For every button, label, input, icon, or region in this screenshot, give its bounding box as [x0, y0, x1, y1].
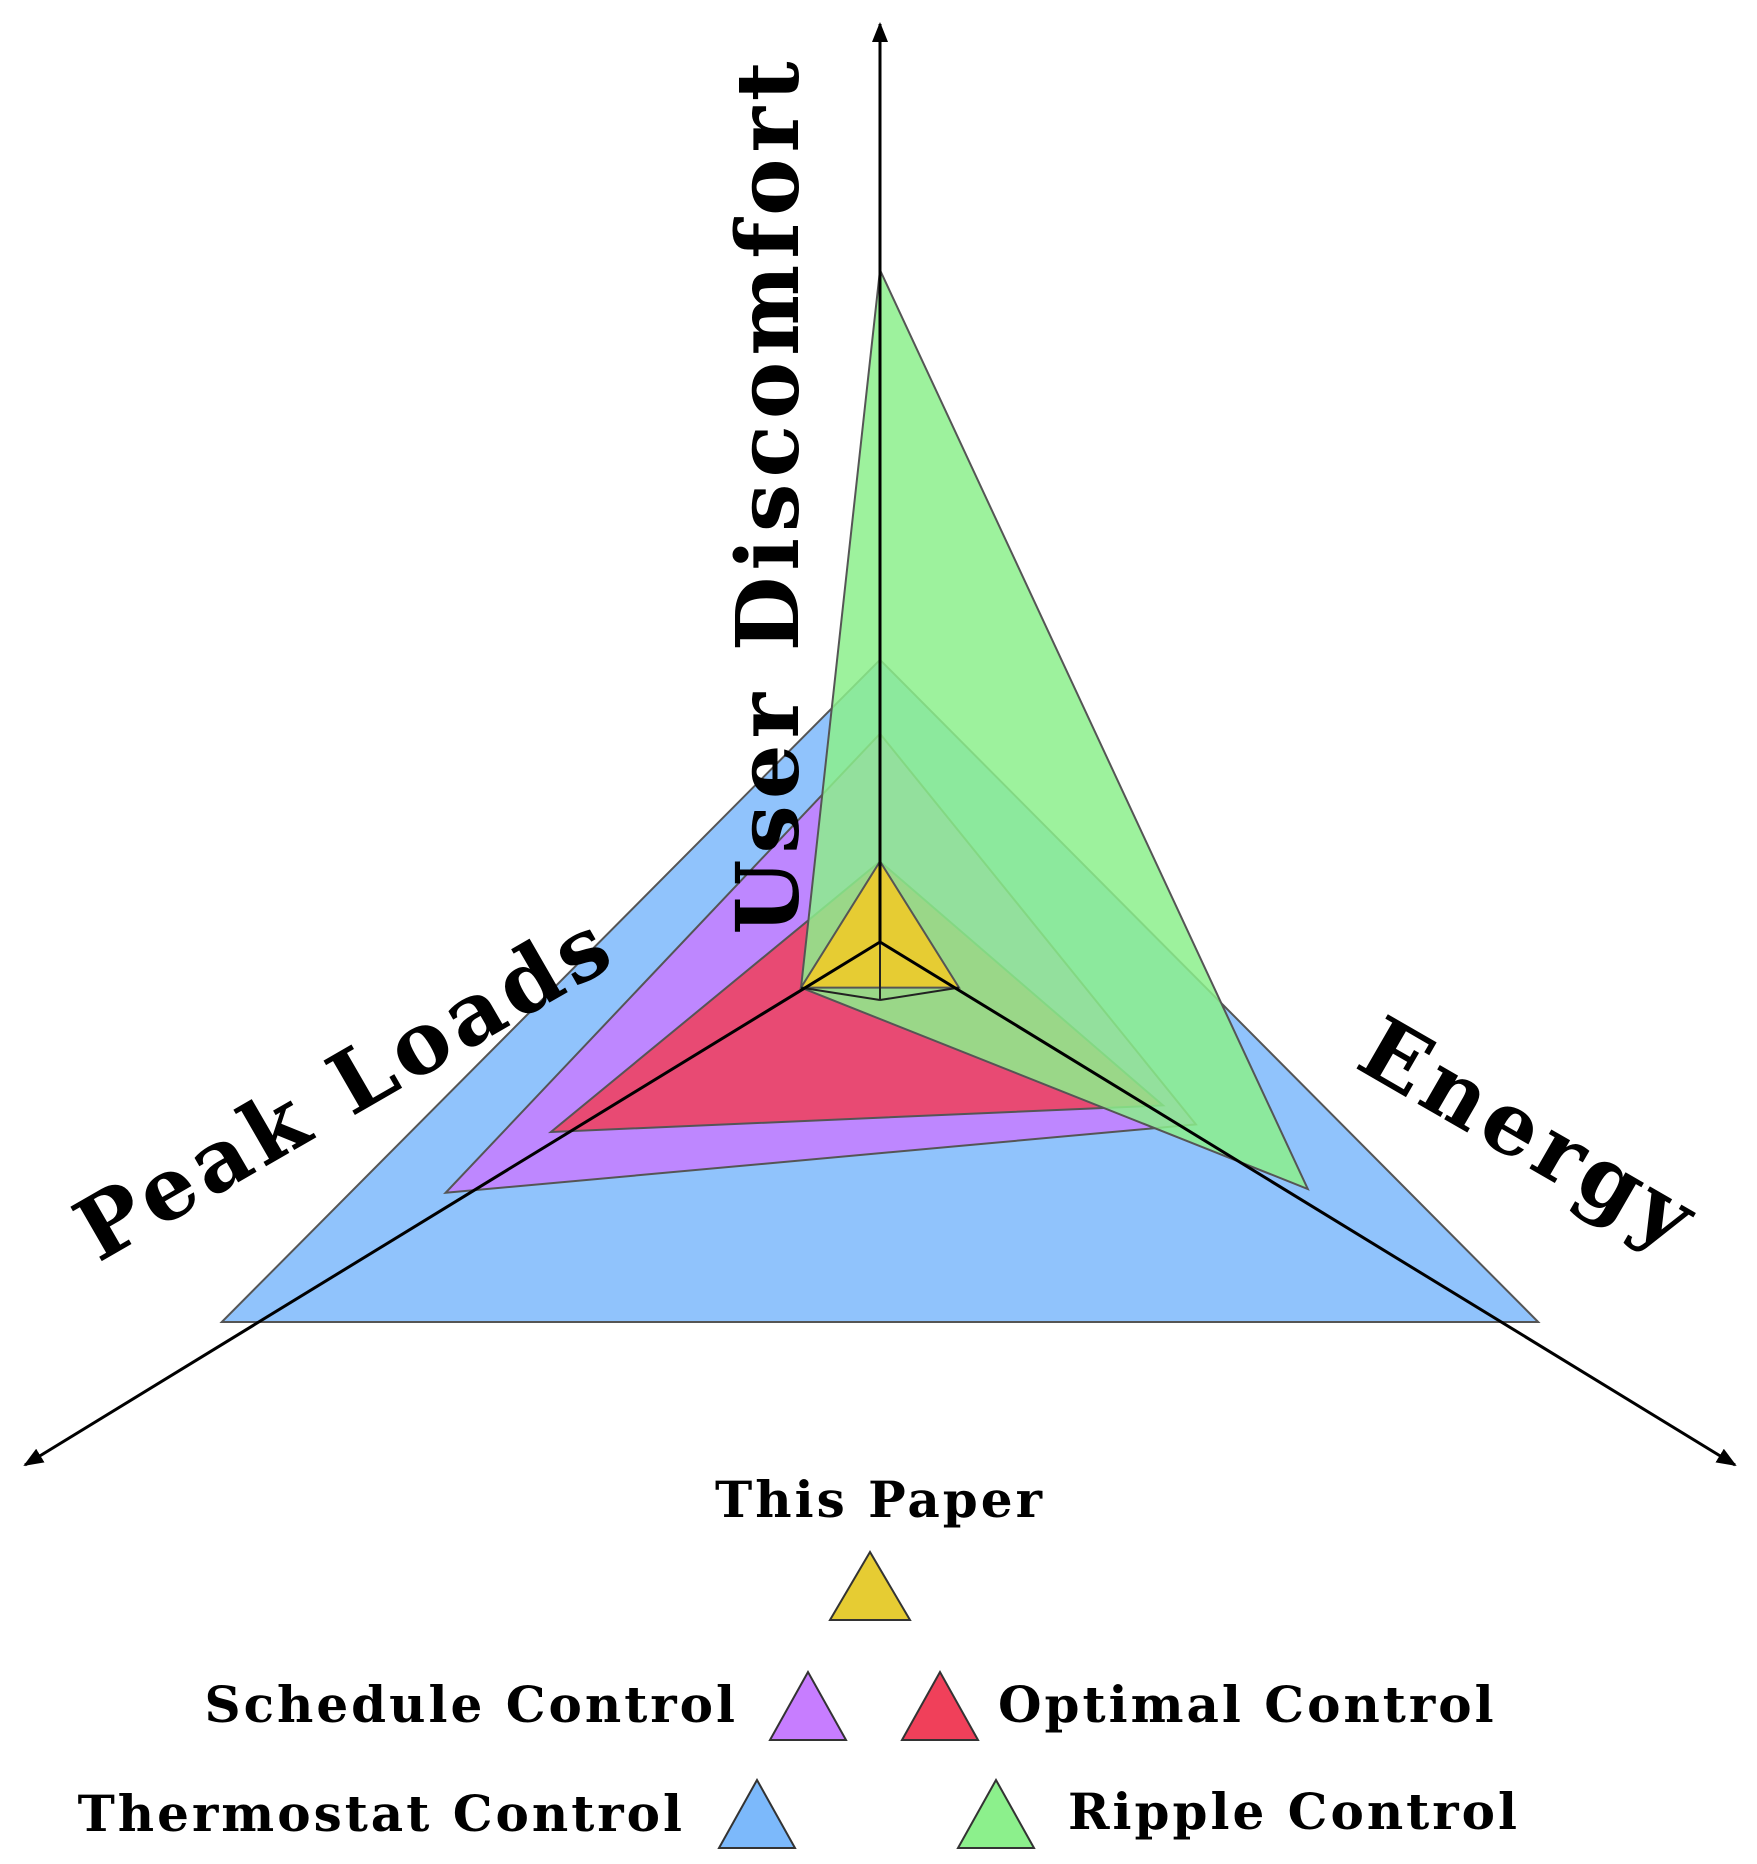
axis-energy	[879, 940, 1737, 1467]
axes	[23, 22, 1737, 1467]
axis-label-user-discomfort: User Discomfort	[718, 55, 819, 934]
legend: This Paper Schedule Control Optimal Cont…	[78, 1470, 1520, 1849]
legend-label-optimal-control: Optimal Control	[998, 1675, 1497, 1734]
legend-swatch-optimal-control	[900, 1669, 980, 1741]
legend-swatch-this-paper	[828, 1550, 912, 1621]
legend-swatch-schedule-control	[768, 1669, 848, 1741]
this-paper-edge-2	[800, 986, 881, 1001]
series-polygons	[219, 266, 1541, 1323]
legend-swatch-ripple-control	[956, 1777, 1036, 1849]
axis-peak-loads	[23, 940, 881, 1467]
legend-label-schedule-control: Schedule Control	[204, 1675, 738, 1734]
legend-label-this-paper: This Paper	[715, 1470, 1045, 1529]
legend-label-thermostat-control: Thermostat Control	[78, 1784, 685, 1843]
legend-label-ripple-control: Ripple Control	[1068, 1782, 1520, 1841]
legend-swatch-thermostat-control	[717, 1777, 797, 1849]
this-paper-edge-3	[879, 986, 960, 1001]
